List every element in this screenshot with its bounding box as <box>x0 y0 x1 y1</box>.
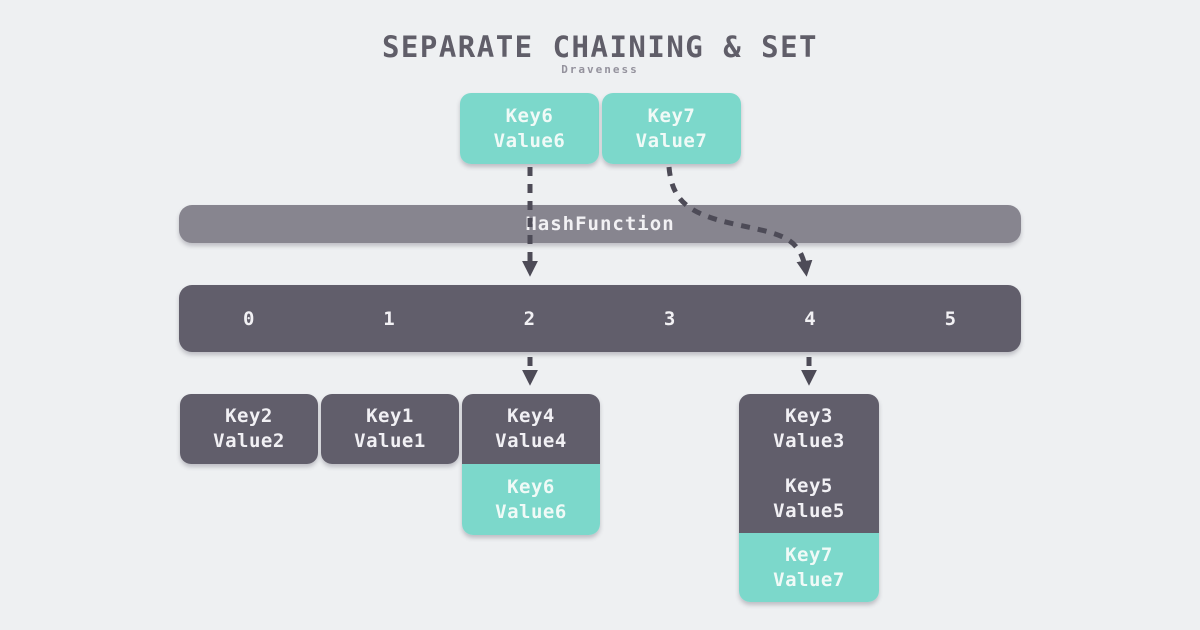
chain-bucket-1: Key1 Value1 <box>321 394 459 464</box>
value-label: Value2 <box>213 430 285 452</box>
key-label: Key7 <box>647 104 696 127</box>
value-label: Value7 <box>635 129 708 152</box>
key-label: Key6 <box>505 104 554 127</box>
bucket-array-bar: 0 1 2 3 4 5 <box>179 285 1021 352</box>
bucket-cell-5: 5 <box>944 307 958 330</box>
bucket-cell-2: 2 <box>523 307 537 330</box>
key-label: Key2 <box>225 405 273 427</box>
value-label: Value7 <box>773 568 845 591</box>
bucket-cell-1: 1 <box>383 307 396 330</box>
value-label: Value4 <box>495 430 567 452</box>
incoming-key6-box: Key6 Value6 <box>460 93 599 164</box>
key-label: Key3 <box>785 405 833 427</box>
bucket-cell-0: 0 <box>242 307 256 330</box>
key-value-entry: Key2 Value2 <box>180 394 318 464</box>
key-value-entry: Key7 Value7 <box>602 93 741 164</box>
key-value-entry: Key5 Value5 <box>739 464 879 533</box>
value-label: Value1 <box>354 430 426 452</box>
chain-bucket-2: Key4 Value4 Key6 Value6 <box>462 394 600 535</box>
hash-function-bar: HashFunction <box>179 205 1021 243</box>
diagram-title: SEPARATE CHAINING & SET <box>381 30 819 64</box>
value-label: Value3 <box>773 430 845 452</box>
key-value-entry: Key4 Value4 <box>462 394 600 464</box>
key-label: Key5 <box>785 474 833 497</box>
key-label: Key1 <box>366 405 414 427</box>
key-label: Key6 <box>507 475 555 498</box>
chain-bucket-0: Key2 Value2 <box>180 394 318 464</box>
key-value-entry: Key6 Value6 <box>460 93 599 164</box>
value-label: Value5 <box>773 499 845 522</box>
incoming-key7-box: Key7 Value7 <box>602 93 741 164</box>
key-label: Key7 <box>785 543 833 566</box>
hash-function-label: HashFunction <box>525 213 675 235</box>
key-value-entry: Key6 Value6 <box>462 464 600 535</box>
key-label: Key4 <box>507 405 555 427</box>
key-value-entry: Key7 Value7 <box>739 533 879 602</box>
chain-bucket-4: Key3 Value3 Key5 Value5 Key7 Value7 <box>739 394 879 602</box>
bucket-cell-4: 4 <box>804 307 817 330</box>
value-label: Value6 <box>495 500 567 523</box>
key-value-entry: Key3 Value3 <box>739 394 879 464</box>
bucket-cell-3: 3 <box>663 307 677 330</box>
key-value-entry: Key1 Value1 <box>321 394 459 464</box>
diagram-author: Draveness <box>561 63 639 76</box>
value-label: Value6 <box>493 129 566 152</box>
